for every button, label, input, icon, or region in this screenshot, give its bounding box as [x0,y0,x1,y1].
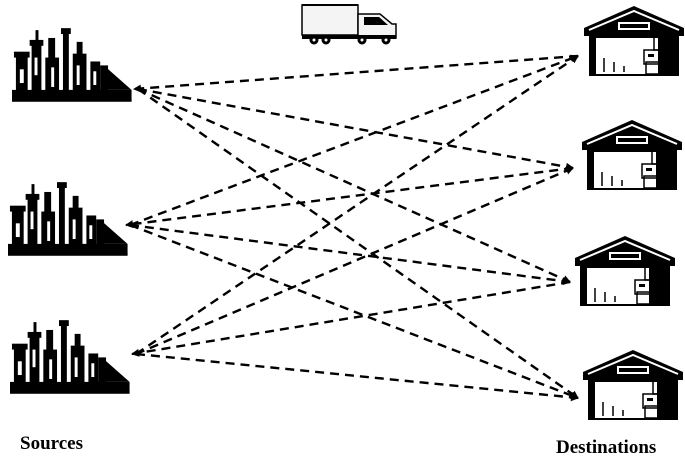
flow-arrow [129,223,571,286]
sources-label: Sources [20,433,83,454]
flow-arrow [129,54,579,227]
flow-arrow [129,223,579,400]
warehouse-icon [581,119,683,191]
warehouse-icon [583,5,685,77]
flow-arrow [133,54,579,93]
flow-arrow [135,352,579,402]
flow-arrow [137,87,574,171]
links [125,54,579,402]
flow-arrow [135,166,574,356]
flow-arrow [137,88,579,399]
destinations-label: Destinations [556,437,657,458]
flow-arrow [125,166,574,229]
flow-arrow [137,87,571,284]
factory-icon [12,28,132,102]
warehouse-icon [574,235,676,307]
factory-icon [10,320,130,394]
truck-icon [301,4,397,45]
factory-icon [8,182,128,256]
flow-arrow [131,280,571,357]
nodes [8,5,685,421]
warehouse-icon [582,349,684,421]
